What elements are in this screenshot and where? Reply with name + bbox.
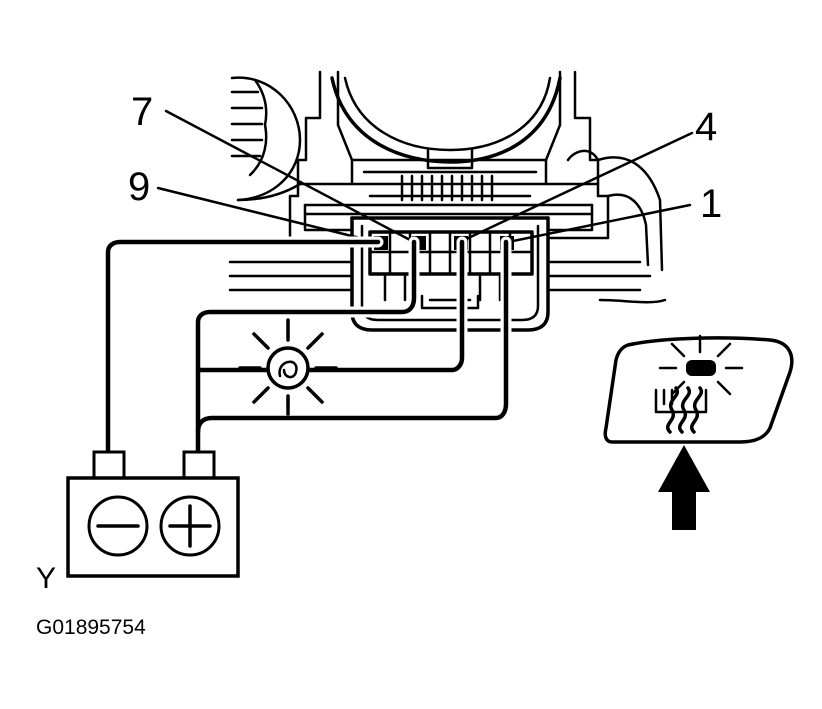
test-wiring <box>102 236 512 460</box>
wire-positive-to-pin1 <box>195 239 509 435</box>
pin-1-label: 1 <box>700 182 722 226</box>
defroster-icon <box>654 386 708 434</box>
pin-4-label: 4 <box>695 105 717 149</box>
minus-icon <box>87 495 149 557</box>
indicator-light <box>686 360 716 376</box>
component-housing <box>228 70 667 304</box>
pin-9-label: 9 <box>128 165 150 209</box>
figure-code: G01895754 <box>36 616 146 639</box>
indicator-panel <box>603 334 794 444</box>
pin-7-label: 7 <box>131 90 153 134</box>
polarity-label: Y <box>36 562 56 595</box>
leader-lines <box>156 109 694 244</box>
arrow-up-icon <box>658 445 710 530</box>
battery-icon <box>66 450 240 578</box>
wire-lamp-to-pin4 <box>195 239 465 373</box>
test-lamp-icon <box>238 318 338 416</box>
wire-pin7-to-positive <box>195 239 417 457</box>
wire-pin9-to-negative <box>105 239 381 457</box>
connector-grille <box>368 174 532 202</box>
plus-icon <box>159 495 221 557</box>
